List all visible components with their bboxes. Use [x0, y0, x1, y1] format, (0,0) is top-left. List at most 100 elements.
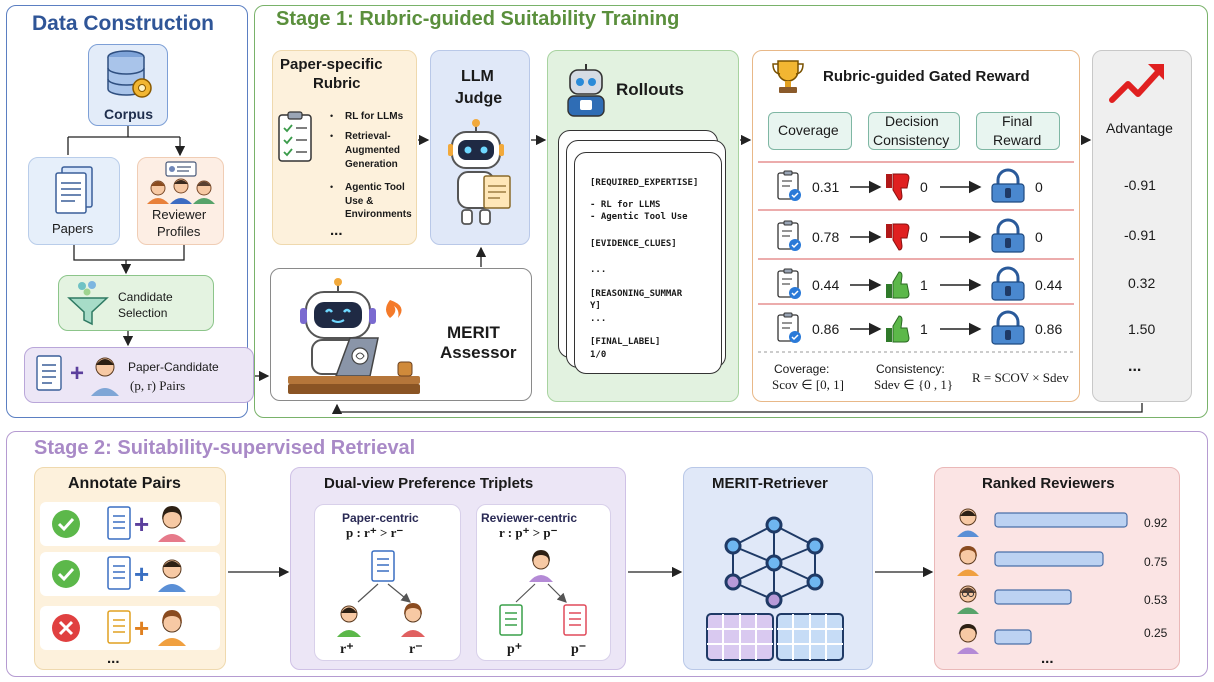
- reviewer-avatar-icon: [158, 559, 186, 592]
- embedding-matrix-left: [706, 613, 774, 661]
- reward-row-4-final: 0.86: [1035, 321, 1063, 337]
- rollout-line-2: - RL for LLMS: [590, 200, 661, 210]
- check-circle-icon: [52, 510, 80, 538]
- data-construction-arrows: [67, 126, 184, 347]
- rollout-line-1: [REQUIRED_EXPERTISE]: [590, 178, 699, 188]
- reward-row-1-decision: 0: [920, 179, 928, 195]
- trend-up-icon: [1109, 64, 1164, 103]
- candidate-selection-label-2: Selection: [118, 306, 168, 320]
- judge-robot-icon: [448, 119, 511, 225]
- rollout-line-4: [EVIDENCE_CLUES]: [590, 239, 677, 249]
- feedback-arrow: [331, 403, 1143, 415]
- ranked-reviewers-title: Ranked Reviewers: [982, 475, 1115, 492]
- papers-icon: [55, 166, 93, 214]
- check-circle-icon: [52, 560, 80, 588]
- rollout-line-3: - Agentic Tool Use: [590, 212, 688, 222]
- thumbs-up-icon: [886, 271, 910, 299]
- reviewer-centric-formula: r : p⁺ > p⁻: [499, 525, 558, 540]
- rubric-title-2: Rubric: [313, 75, 361, 92]
- annotate-more: ...: [107, 650, 120, 667]
- pairs-card: [24, 347, 254, 403]
- paper-centric-formula: p : r⁺ > r⁻: [346, 525, 404, 540]
- merit-assessor-title-1: MERIT: [447, 323, 500, 342]
- reward-row-4-coverage: 0.86: [812, 321, 840, 337]
- final-reward-header-label-2: Reward: [993, 132, 1042, 148]
- rollout-line-9: [FINAL_LABEL]: [590, 337, 661, 347]
- coverage-header: [768, 112, 852, 150]
- r-minus-label: r⁻: [409, 642, 423, 657]
- final-reward-header-label-1: Final: [1002, 113, 1033, 129]
- rubric-bullet-2: •: [330, 131, 334, 141]
- lock-icon: [991, 218, 1025, 253]
- ranked-score-4: 0.25: [1144, 626, 1168, 640]
- paper-icon: [371, 550, 395, 582]
- reviewer-avatar-icon: [957, 624, 979, 654]
- papers-label: Papers: [52, 221, 94, 236]
- r-plus-label: r⁺: [340, 642, 354, 657]
- reviewer-avatar-icon: [957, 585, 979, 614]
- decision-header: [868, 112, 960, 150]
- score-bar-3: [994, 589, 1072, 605]
- paper-icon: [107, 610, 131, 644]
- paper-icon: [107, 556, 131, 590]
- ranked-score-1: 0.92: [1144, 516, 1168, 530]
- database-icon: [107, 50, 152, 98]
- reward-row-icons: [777, 168, 1025, 345]
- pairs-label-1: Paper-Candidate: [128, 360, 219, 374]
- reward-row-1-final: 0: [1035, 179, 1043, 195]
- reward-row-1-coverage: 0.31: [812, 179, 840, 195]
- score-bar-2: [994, 551, 1104, 567]
- reviewer-group-icon: [147, 161, 215, 204]
- plus-icon: +: [134, 509, 149, 539]
- reviewer-minus-icon: [401, 603, 425, 637]
- rubric-bullet-1: •: [330, 111, 334, 121]
- stage1-title: Stage 1: Rubric-guided Suitability Train…: [276, 8, 680, 30]
- reward-row-3-decision: 1: [920, 277, 928, 293]
- ranked-score-bars: [994, 512, 1128, 645]
- score-bar-1: [994, 512, 1128, 528]
- annotate-row-icons: + + +: [52, 506, 186, 646]
- reward-row-4-decision: 1: [920, 321, 928, 337]
- advantage-value-3: 0.32: [1128, 275, 1156, 291]
- candidate-selection-label-1: Candidate: [118, 290, 173, 304]
- ranked-score-2: 0.75: [1144, 555, 1168, 569]
- clipboard-check-icon: [777, 312, 801, 343]
- rubric-title-1: Paper-specific: [280, 56, 383, 73]
- funnel-icon: [67, 281, 109, 326]
- reviewer-centric-title: Reviewer-centric: [481, 511, 578, 525]
- rollout-robot-icon: [567, 64, 605, 117]
- rollout-doc-front: [574, 152, 722, 374]
- thumbs-down-icon: [886, 223, 910, 251]
- assessor-robot-icon: [288, 278, 420, 394]
- stage1-panel: [254, 5, 1208, 418]
- pairs-label-2: (p, r) Pairs: [130, 378, 186, 393]
- annotate-pairs-title: Annotate Pairs: [68, 475, 181, 492]
- rollout-line-10: 1/0: [590, 350, 607, 360]
- reviewer-avatar-icon: [158, 506, 186, 542]
- lock-icon: [991, 310, 1025, 345]
- score-bar-4: [994, 629, 1032, 645]
- coverage-formula: Scov ∈ [0, 1]: [772, 377, 844, 392]
- ranked-score-3: 0.53: [1144, 593, 1168, 607]
- embedding-matrix-right: [776, 613, 844, 661]
- rollouts-title: Rollouts: [616, 80, 684, 99]
- llm-judge-title-2: Judge: [455, 90, 503, 107]
- advantage-title: Advantage: [1106, 120, 1173, 136]
- reviewer-avatar-icon: [957, 546, 979, 576]
- thumbs-up-icon: [886, 315, 910, 343]
- rollout-line-8: ...: [590, 314, 607, 324]
- final-reward-header: [976, 112, 1060, 150]
- rollout-line-5: ...: [590, 265, 607, 275]
- rollout-line-6: [REASONING_SUMMAR: [590, 289, 683, 299]
- retriever-network-icon: [724, 516, 824, 609]
- reviewer-avatar-icon: [957, 508, 979, 537]
- reward-formula: R = SCOV × Sdev: [972, 370, 1069, 385]
- thumbs-down-icon: [886, 173, 910, 201]
- decision-header-label-2: Consistency: [873, 132, 950, 148]
- stage2-title: Stage 2: Suitability-supervised Retrieva…: [34, 437, 416, 459]
- reward-row-3-coverage: 0.44: [812, 277, 840, 293]
- advantage-card: [1092, 50, 1192, 402]
- rubric-item-3b: Use &: [345, 196, 374, 207]
- reviewer-profiles-label-1: Reviewer: [152, 207, 207, 222]
